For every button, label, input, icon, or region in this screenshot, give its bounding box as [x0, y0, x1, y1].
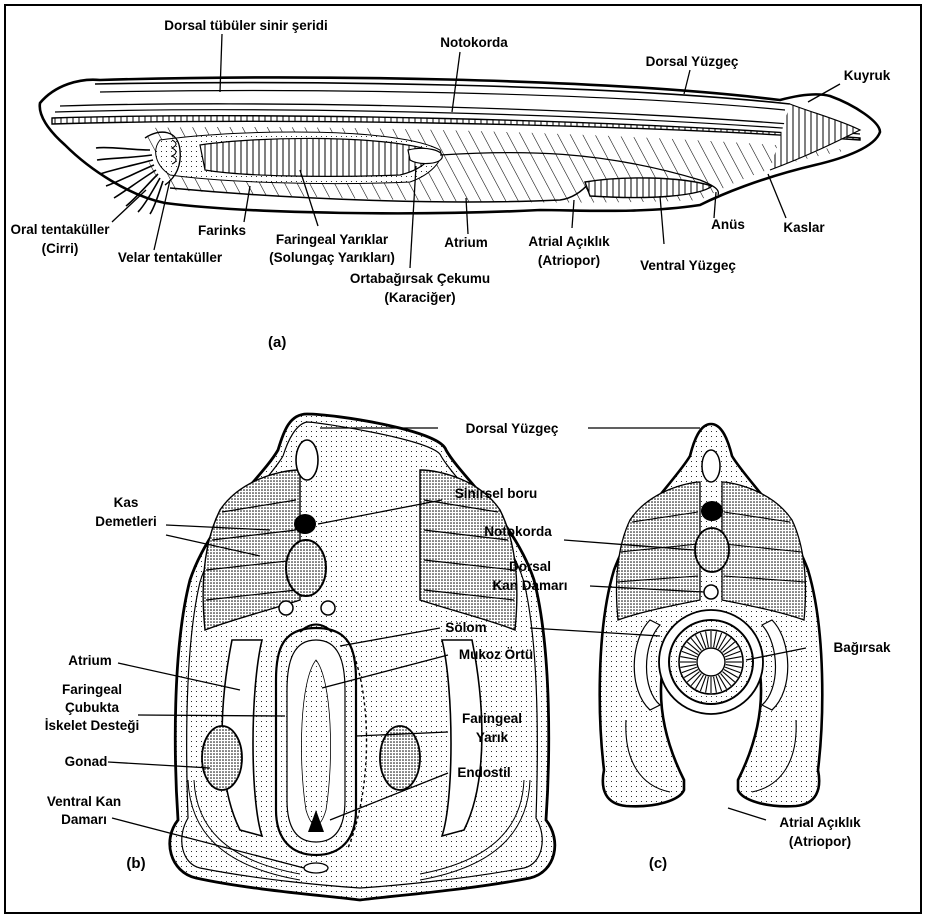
label-pharyngeal-rod-2: Çubukta [65, 700, 119, 715]
label-oral-tentacles-cirri: (Cirri) [42, 241, 79, 256]
label-ventral-fin: Ventral Yüzgeç [640, 258, 736, 273]
label-atriopore-a-2: (Atriopor) [538, 253, 600, 268]
label-skeletal-support: İskelet Desteği [45, 718, 140, 733]
panel-marker-c: (c) [649, 855, 667, 872]
label-anus: Anüs [711, 217, 745, 232]
label-ventral-vessel-2: Damarı [61, 812, 107, 827]
dorsal-aorta-left [279, 601, 293, 615]
label-intestine: Bağırsak [833, 640, 891, 655]
label-midgut-cecum: Ortabağırsak Çekumu [350, 271, 490, 286]
label-gonad: Gonad [65, 754, 108, 769]
label-atrium-b: Atrium [68, 653, 112, 668]
label-dorsal-vessel: Dorsal [509, 559, 551, 574]
fin-ray-cavity-c [702, 450, 720, 482]
label-mucous-cover: Mukoz Örtü [459, 647, 533, 662]
label-atriopore-a: Atrial Açıklık [528, 234, 610, 249]
panel-marker-b: (b) [126, 855, 145, 872]
label-muscles: Kaslar [783, 220, 825, 235]
label-ventral-vessel: Ventral Kan [47, 794, 121, 809]
intestine-lumen [697, 648, 725, 676]
label-oral-tentacles: Oral tentaküller [10, 222, 110, 237]
ventral-vessel-b [304, 863, 328, 873]
notochord-b [286, 540, 326, 596]
fin-ray-cavity-b [296, 440, 318, 480]
label-dorsal-fin: Dorsal Yüzgeç [646, 54, 739, 69]
label-pharyngeal-slit-b: Faringeal [462, 711, 522, 726]
label-coelom: Sölom [445, 620, 486, 635]
label-atrium-a: Atrium [444, 235, 488, 250]
pharyngeal-slits [200, 138, 430, 176]
label-pharynx: Farinks [198, 223, 246, 238]
label-pharyngeal-rod: Faringeal [62, 682, 122, 697]
dorsal-vessel-c [704, 585, 718, 599]
midgut-cecum [408, 148, 442, 163]
lancelet-side-view [40, 77, 880, 214]
label-muscle-bundles-2: Demetleri [95, 514, 157, 529]
gonad-left-b [202, 726, 242, 790]
label-velar-tentacles: Velar tentaküller [118, 250, 223, 265]
label-dorsal-nerve-cord: Dorsal tübüler sinir şeridi [164, 18, 328, 33]
panel-marker-a: (a) [268, 334, 286, 351]
dorsal-aorta-right [321, 601, 335, 615]
label-gill-slits: (Solungaç Yarıkları) [269, 250, 395, 265]
label-muscle-bundles: Kas [114, 495, 139, 510]
notochord-c [695, 528, 729, 572]
label-notochord: Notokorda [440, 35, 508, 50]
label-liver: (Karaciğer) [384, 290, 455, 305]
label-endostyle: Endostil [457, 765, 510, 780]
label-neural-tube: Sinirsel boru [455, 486, 538, 501]
neural-tube-c [701, 501, 723, 521]
label-tail: Kuyruk [844, 68, 891, 83]
label-atriopore-c: Atrial Açıklık [779, 815, 861, 830]
label-dorsal-fin-cross: Dorsal Yüzgeç [466, 421, 559, 436]
label-pharyngeal-slits: Faringeal Yarıklar [276, 232, 389, 247]
label-atriopore-c-2: (Atriopor) [789, 834, 851, 849]
label-notochord-c: Notokorda [484, 524, 552, 539]
label-pharyngeal-slit-b-2: Yarık [476, 730, 509, 745]
intestine-cross-section [600, 424, 823, 806]
label-dorsal-vessel-2: Kan Damarı [492, 578, 567, 593]
neural-tube-b [294, 514, 316, 534]
gonad-right-b [380, 726, 420, 790]
